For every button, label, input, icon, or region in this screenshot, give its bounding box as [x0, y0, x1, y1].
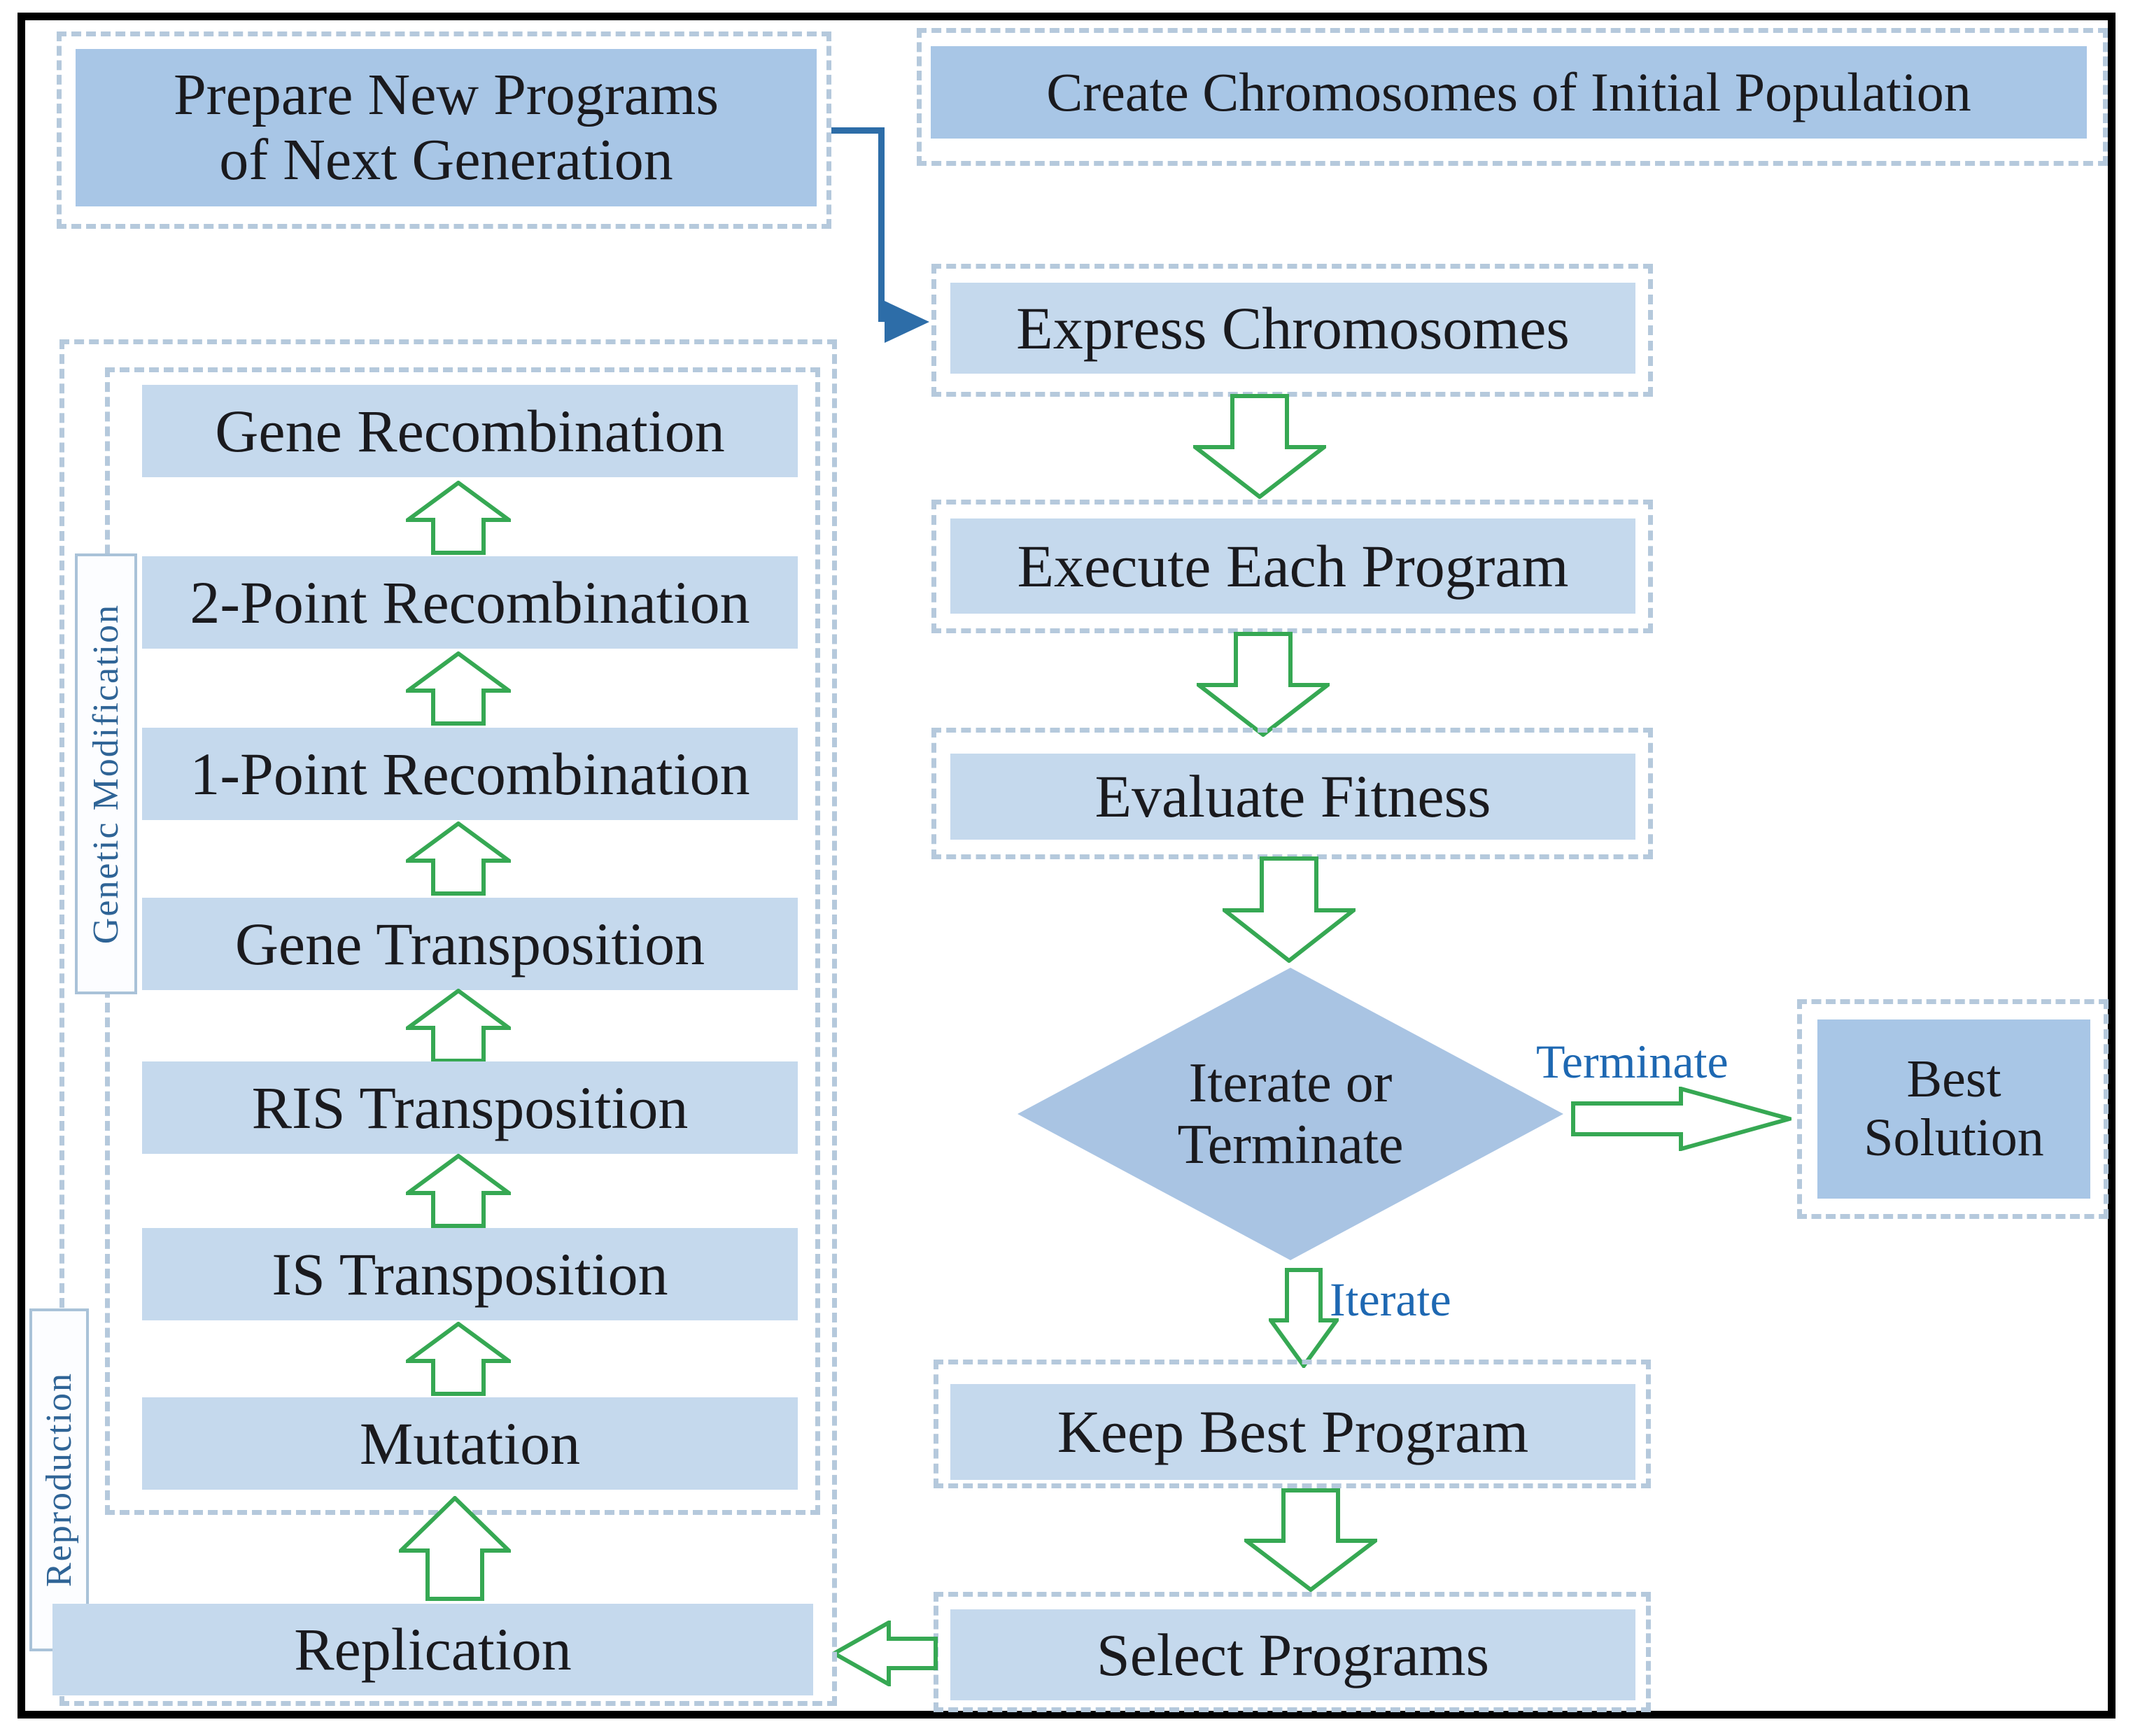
terminate-right-arrow-icon	[1571, 1087, 1791, 1151]
node-express-chromosomes: Express Chromosomes	[950, 283, 1635, 374]
node-ris-transposition: RIS Transposition	[142, 1061, 798, 1154]
node-label: Mutation	[359, 1409, 581, 1477]
prepare-to-express-connector-vertical	[878, 127, 885, 322]
node-label: Gene Recombination	[215, 397, 725, 465]
down-arrow-icon	[1244, 1488, 1377, 1592]
node-label: Evaluate Fitness	[1094, 763, 1491, 831]
reproduction-dashed-container	[59, 339, 837, 1706]
blue-arrowhead-icon	[885, 301, 929, 343]
down-arrow-icon	[1197, 632, 1330, 737]
node-label: Terminate	[1177, 1114, 1404, 1176]
up-arrow-icon	[399, 1496, 511, 1601]
node-label: Execute Each Program	[1017, 532, 1569, 600]
up-arrow-icon	[406, 481, 511, 555]
node-create-chromosomes: Create Chromosomes of Initial Population	[931, 46, 2087, 139]
node-label: Select Programs	[1096, 1621, 1490, 1688]
group-label-text: Reproduction	[39, 1372, 79, 1588]
select-to-replication-left-arrow-icon	[832, 1621, 938, 1686]
node-one-point-recombination: 1-Point Recombination	[142, 728, 798, 820]
reproduction-group-label: Reproduction	[29, 1308, 89, 1651]
node-label: IS Transposition	[272, 1240, 668, 1308]
node-label: Prepare New Programs	[173, 62, 719, 128]
up-arrow-icon	[406, 1154, 511, 1228]
node-mutation: Mutation	[142, 1397, 798, 1490]
iterate-edge-label: Iterate	[1330, 1273, 1451, 1326]
node-best-solution: Best Solution	[1817, 1019, 2090, 1199]
best-solution-dashed-container	[1797, 999, 2109, 1219]
node-two-point-recombination: 2-Point Recombination	[142, 556, 798, 649]
down-arrow-icon	[1193, 394, 1326, 499]
node-evaluate-fitness: Evaluate Fitness	[950, 754, 1635, 840]
up-arrow-icon	[406, 651, 511, 726]
genetic-modification-group-label: Genetic Modification	[75, 553, 137, 994]
node-label: of Next Generation	[219, 127, 673, 192]
node-label: RIS Transposition	[251, 1073, 689, 1141]
node-prepare-new-programs: Prepare New Programs of Next Generation	[76, 49, 817, 206]
create-dashed-container	[917, 28, 2108, 166]
node-replication: Replication	[52, 1604, 813, 1695]
node-label: Express Chromosomes	[1016, 294, 1570, 362]
node-label: Iterate or	[1188, 1052, 1393, 1114]
express-dashed-container	[931, 264, 1653, 397]
node-gene-transposition: Gene Transposition	[142, 898, 798, 990]
up-arrow-icon	[406, 821, 511, 896]
up-arrow-icon	[406, 1322, 511, 1396]
terminate-edge-label: Terminate	[1536, 1035, 1729, 1088]
node-label: Solution	[1864, 1108, 2044, 1167]
node-label: Create Chromosomes of Initial Population	[1046, 62, 1971, 123]
node-label: 1-Point Recombination	[190, 740, 750, 807]
down-arrow-icon	[1223, 856, 1356, 963]
diagram-frame	[17, 13, 2116, 1719]
node-label: Keep Best Program	[1057, 1398, 1529, 1466]
node-label: Gene Transposition	[234, 910, 705, 978]
execute-dashed-container	[931, 500, 1653, 633]
up-arrow-icon	[406, 989, 511, 1063]
node-keep-best-program: Keep Best Program	[950, 1384, 1635, 1480]
node-execute-each-program: Execute Each Program	[950, 518, 1635, 614]
group-label-text: Genetic Modification	[86, 603, 126, 945]
node-label: 2-Point Recombination	[190, 568, 750, 636]
node-gene-recombination: Gene Recombination	[142, 385, 798, 477]
prepare-to-express-connector-horizontal	[831, 127, 885, 134]
node-label: Best	[1906, 1050, 2001, 1109]
prepare-dashed-container	[57, 31, 831, 229]
node-is-transposition: IS Transposition	[142, 1228, 798, 1320]
keep-best-dashed-container	[934, 1360, 1651, 1488]
iterate-down-arrow-icon	[1269, 1268, 1339, 1368]
node-label: Replication	[294, 1616, 572, 1684]
node-select-programs: Select Programs	[950, 1609, 1635, 1700]
